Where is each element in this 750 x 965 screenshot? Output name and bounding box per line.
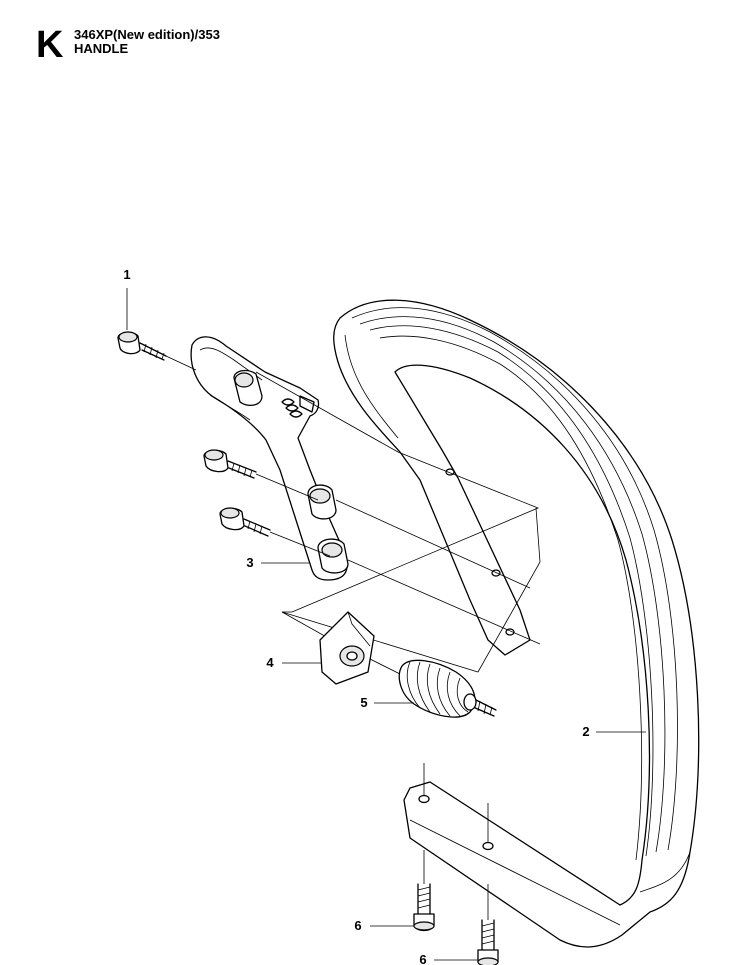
section-letter: K	[36, 24, 64, 66]
callout-6b: 6	[419, 952, 426, 965]
part-2-handle-bar	[333, 299, 700, 948]
part-1-screw-middle	[203, 449, 257, 479]
callout-4: 4	[266, 655, 274, 670]
callout-3: 3	[246, 555, 253, 570]
part-6-screw-right	[477, 919, 499, 965]
callout-5: 5	[360, 695, 367, 710]
callout-6a: 6	[354, 918, 361, 933]
part-3-bracket	[190, 336, 349, 581]
part-1-screw-lower	[219, 507, 271, 537]
callout-2: 2	[582, 724, 589, 739]
title-block: 346XP(New edition)/353 HANDLE	[74, 28, 220, 56]
assembly-guide-lines	[255, 371, 541, 677]
part-4-vibration-block	[319, 611, 375, 685]
callouts: 1 2 3 4 5 6 6	[123, 267, 646, 965]
model-line: 346XP(New edition)/353	[74, 27, 220, 42]
callout-1: 1	[123, 267, 130, 282]
part-6-screw-left	[413, 883, 435, 932]
part-1-screw-top	[117, 331, 197, 371]
section-name: HANDLE	[74, 41, 129, 56]
part-5-buffer-spring	[398, 659, 497, 718]
